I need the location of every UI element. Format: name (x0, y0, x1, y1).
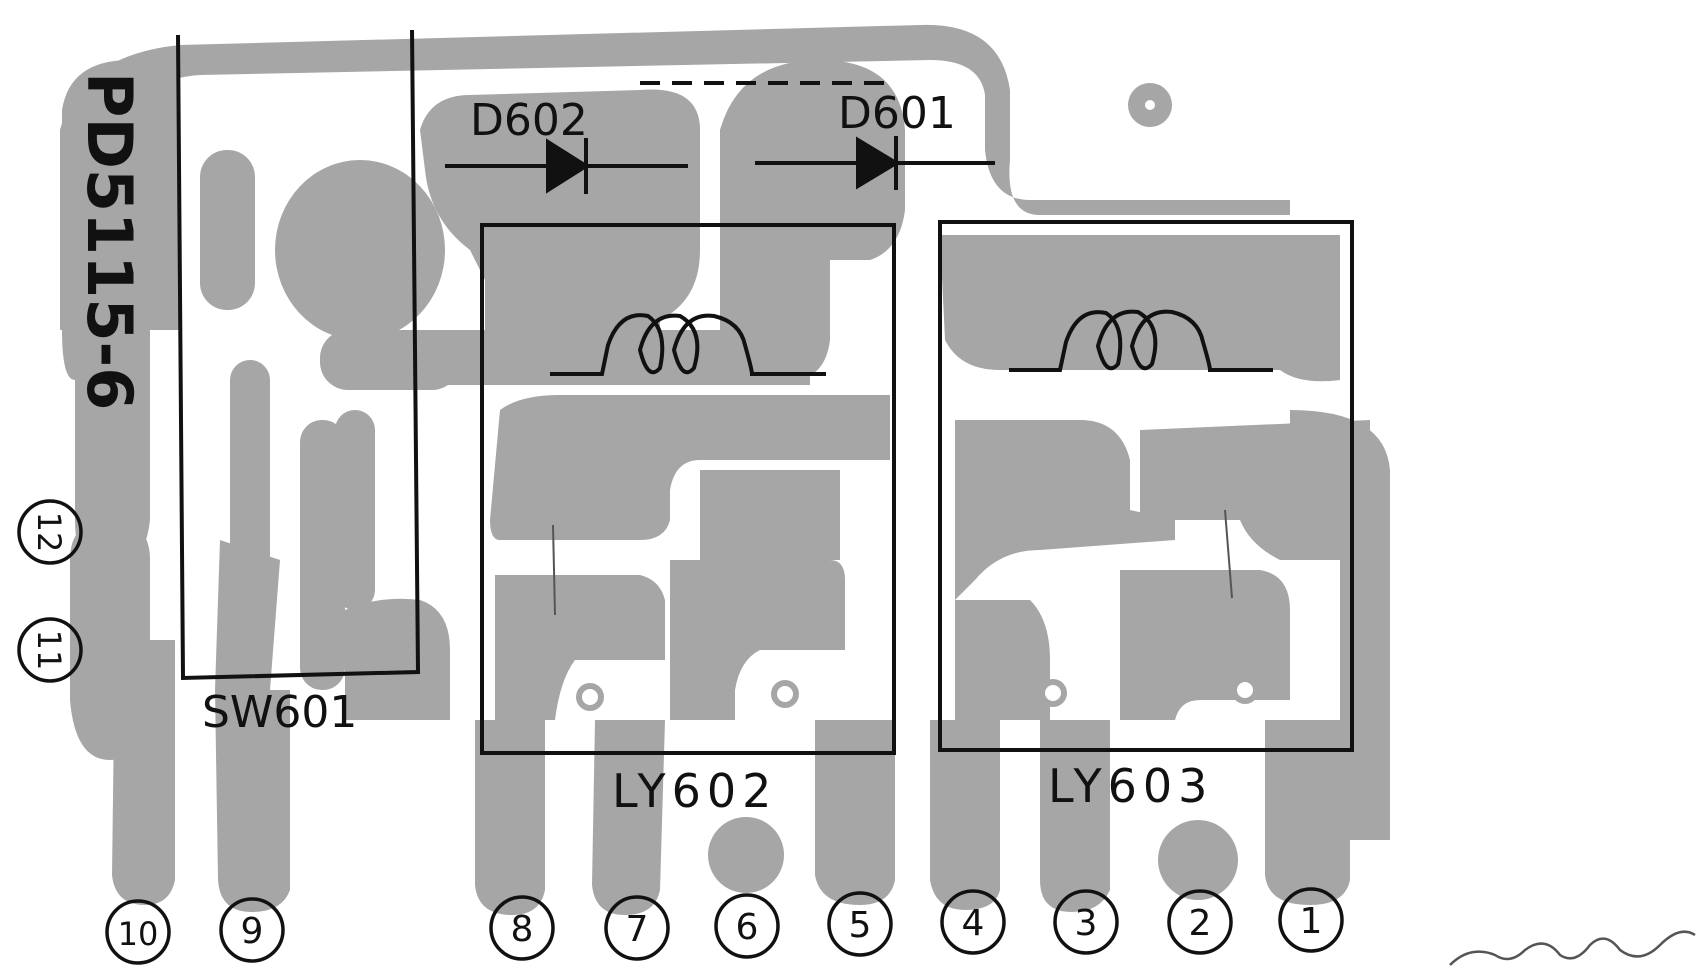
coil-ly602-label: LY602 (612, 764, 777, 818)
pin-6-label: 6 (736, 907, 759, 948)
pin-7-label: 7 (626, 909, 649, 950)
pin-3-label: 3 (1075, 903, 1098, 944)
pin-11-label: 11 (30, 630, 68, 671)
switch-outline (176, 29, 421, 681)
pin-markers (17, 499, 1344, 965)
inductor-ly602-symbol (550, 313, 826, 376)
pin-11-ring (17, 617, 83, 683)
pin-5-ring (827, 891, 893, 957)
pin-12-ring (17, 499, 83, 565)
pin-4-label: 4 (962, 903, 985, 944)
pin-8-label: 8 (511, 909, 534, 950)
pin-9-label: 9 (241, 911, 264, 952)
pin-2-ring (1167, 889, 1233, 955)
coil-box-ly602 (480, 223, 896, 755)
diode-d602-label: D602 (470, 95, 588, 146)
switch-pads (233, 403, 357, 577)
pin-1-ring (1278, 887, 1344, 953)
pin-7-ring (604, 895, 670, 961)
handwritten-scribble (1449, 930, 1696, 966)
pin-5-label: 5 (849, 905, 872, 946)
diode-d602-symbol (445, 138, 688, 194)
coil-box-ly603 (938, 220, 1354, 752)
pin-12-label: 12 (30, 512, 68, 553)
pencil-marks (552, 509, 1233, 616)
diode-d601-label: D601 (838, 88, 956, 139)
board-id-label: PD5115-6 (73, 72, 146, 410)
drill-holes (576, 94, 1259, 711)
pin-2-label: 2 (1189, 903, 1212, 944)
component-outlines (176, 29, 1354, 755)
pin-10-label: 10 (118, 915, 159, 953)
pin-9-ring (219, 897, 285, 963)
inductor-ly603-symbol (1009, 309, 1273, 372)
coil-ly603-label: LY603 (1048, 759, 1213, 813)
pin-1-label: 1 (1300, 901, 1323, 942)
pin-4-ring (940, 889, 1006, 955)
pin-8-ring (489, 895, 555, 961)
pin-10-ring (105, 899, 171, 965)
copper-traces (60, 24, 1390, 915)
pin-numbers: 1 2 3 4 5 6 7 8 9 10 11 12 (30, 512, 1322, 953)
diode-d601-symbol (755, 136, 995, 190)
pin-3-ring (1053, 889, 1119, 955)
pin-6-ring (714, 893, 780, 959)
switch-sw601-label: SW601 (202, 687, 357, 738)
